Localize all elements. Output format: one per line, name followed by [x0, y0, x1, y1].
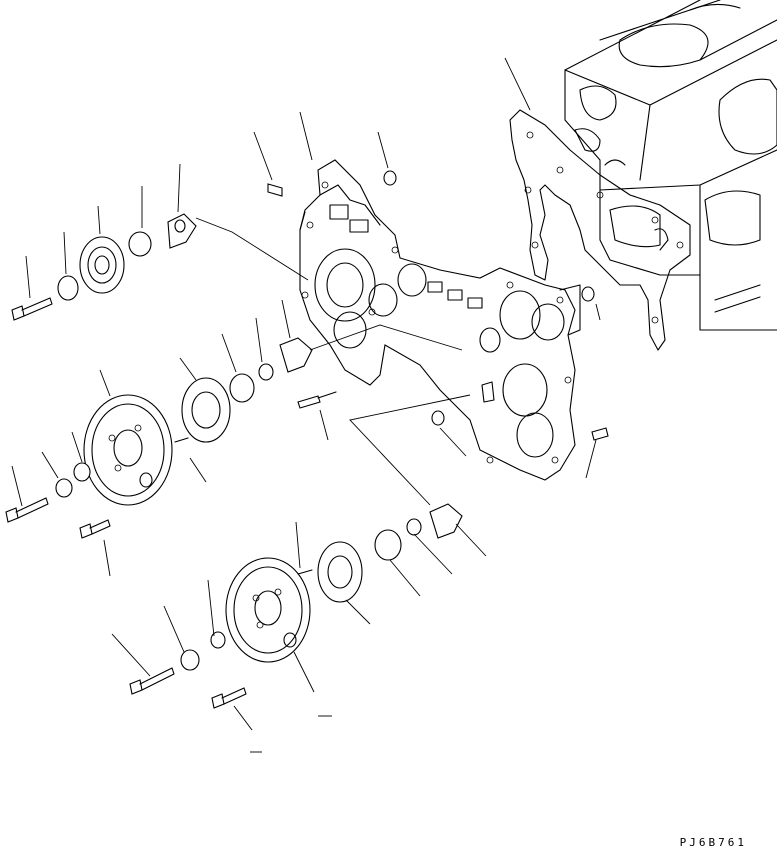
gear-set-lower	[129, 394, 471, 709]
gasket	[509, 109, 691, 351]
gear-set-upper	[11, 213, 309, 321]
housing-hardware	[267, 170, 609, 441]
figure-code: PJ6B761	[679, 836, 747, 849]
engine-block	[564, 0, 777, 331]
gear-set-middle	[5, 324, 463, 539]
gear-housing	[299, 159, 581, 481]
callout-leaders	[11, 57, 601, 753]
